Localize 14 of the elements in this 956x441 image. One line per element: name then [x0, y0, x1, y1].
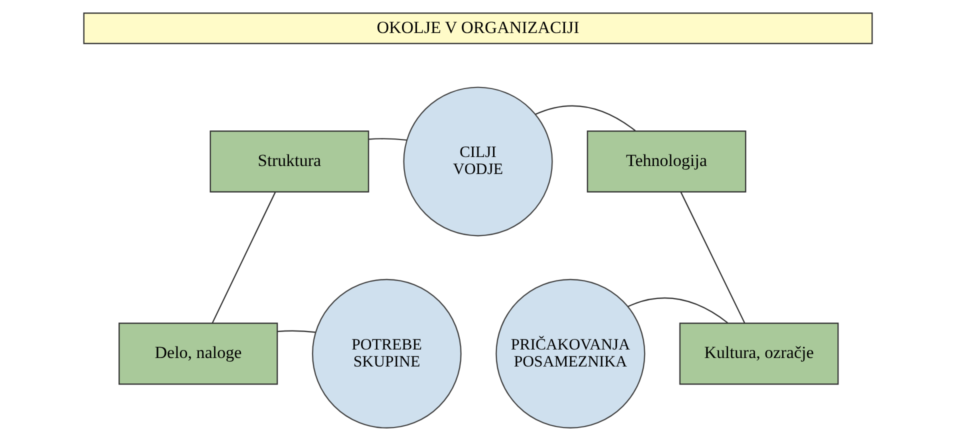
node-box: Struktura [210, 130, 370, 193]
node-box: Kultura, ozračje [679, 322, 839, 385]
connector [277, 330, 316, 333]
node-circle: CILJI VODJE [403, 86, 553, 236]
node-box: Delo, naloge [118, 322, 278, 385]
node-circle: PRIČAKOVANJA POSAMEZNIKA [496, 278, 646, 429]
node-circle: POTREBE SKUPINE [312, 278, 462, 429]
node-box: OKOLJE V ORGANIZACIJI [83, 12, 873, 44]
node-box: Tehnologija [586, 130, 746, 193]
connector [628, 298, 728, 324]
connector [680, 192, 746, 324]
connector [535, 105, 636, 132]
connector [368, 138, 407, 141]
connector [212, 192, 276, 324]
